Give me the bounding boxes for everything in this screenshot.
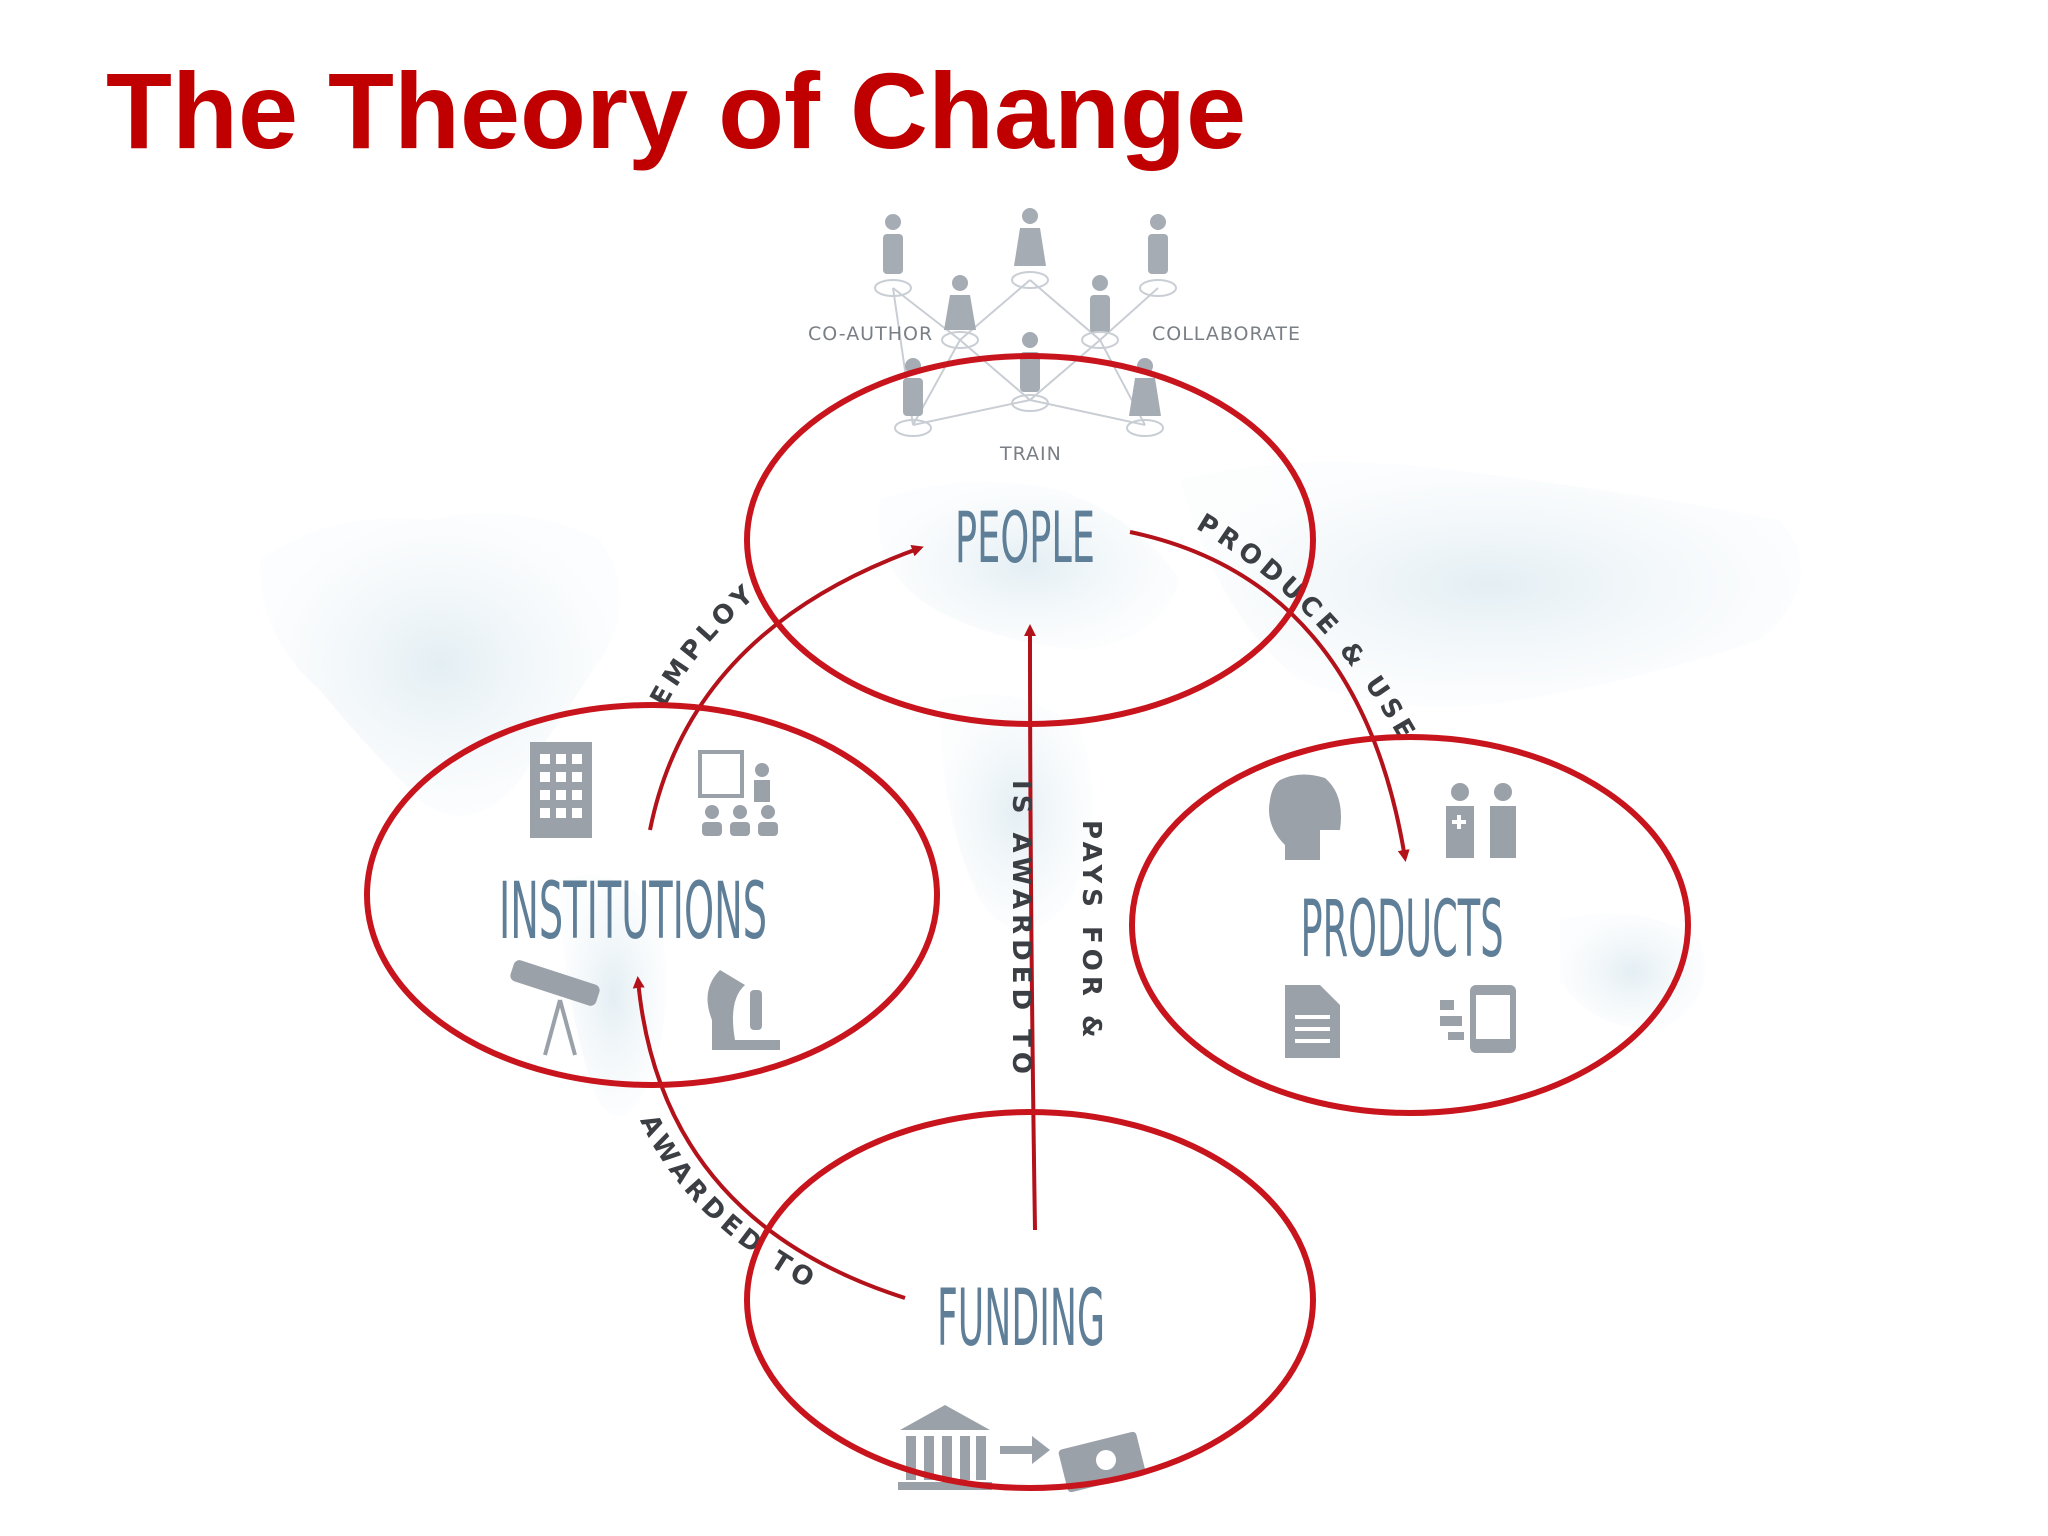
- institutions-label: INSTITUTIONS: [499, 867, 767, 957]
- person-icon: [1139, 214, 1177, 297]
- arrow-right-icon: [1000, 1436, 1050, 1464]
- coauthor-label: CO-AUTHOR: [808, 323, 933, 345]
- people-network: [892, 279, 1159, 426]
- products-label: PRODUCTS: [1301, 885, 1504, 975]
- presentation-icon: [698, 750, 778, 836]
- person-icon: [894, 358, 932, 437]
- person-icons: [874, 208, 1177, 437]
- products-icons: [1269, 774, 1516, 1058]
- employ-arrow: [648, 545, 924, 831]
- brain-icon: [1269, 774, 1341, 860]
- institutions-ellipse: [364, 702, 940, 1088]
- train-label: TRAIN: [999, 443, 1062, 465]
- mobile-data-icon: [1440, 985, 1516, 1053]
- institutions-icons: [510, 742, 780, 1056]
- relation-arrows: [632, 530, 1410, 1300]
- slide-title: The Theory of Change: [106, 50, 1247, 171]
- people-label: PEOPLE: [955, 497, 1095, 579]
- building-icon: [530, 742, 592, 838]
- person-icon: [1011, 208, 1049, 289]
- doctor-patient-icon: [1446, 783, 1516, 858]
- person-icon: [941, 275, 979, 349]
- is-awarded-to-label: IS AWARDED TO: [1006, 780, 1036, 1079]
- products-ellipse: [1129, 734, 1691, 1116]
- microscope-icon: [707, 970, 780, 1050]
- node-ellipses: [364, 353, 1691, 1491]
- funding-icons: [898, 1405, 1146, 1493]
- employ-label: EMPLOY: [645, 577, 763, 711]
- funding-label: FUNDING: [937, 1274, 1105, 1364]
- person-icon: [1081, 275, 1119, 349]
- collaborate-label: COLLABORATE: [1152, 323, 1301, 345]
- awarded-to-label: AWARDED TO: [634, 1110, 824, 1297]
- produce-use-arrow: [1129, 530, 1410, 862]
- people-ellipse: [744, 353, 1316, 727]
- is-awarded-to-arrow: [1024, 624, 1037, 1231]
- funding-ellipse: [744, 1109, 1316, 1491]
- person-icon: [874, 214, 912, 297]
- world-map-background: [260, 462, 1801, 1116]
- document-icon: [1285, 985, 1340, 1058]
- bank-icon: [898, 1405, 992, 1490]
- pays-for-label: PAYS FOR &: [1076, 820, 1106, 1043]
- person-icon: [1011, 332, 1049, 412]
- awarded-to-arrow: [632, 976, 906, 1300]
- telescope-icon: [510, 960, 600, 1056]
